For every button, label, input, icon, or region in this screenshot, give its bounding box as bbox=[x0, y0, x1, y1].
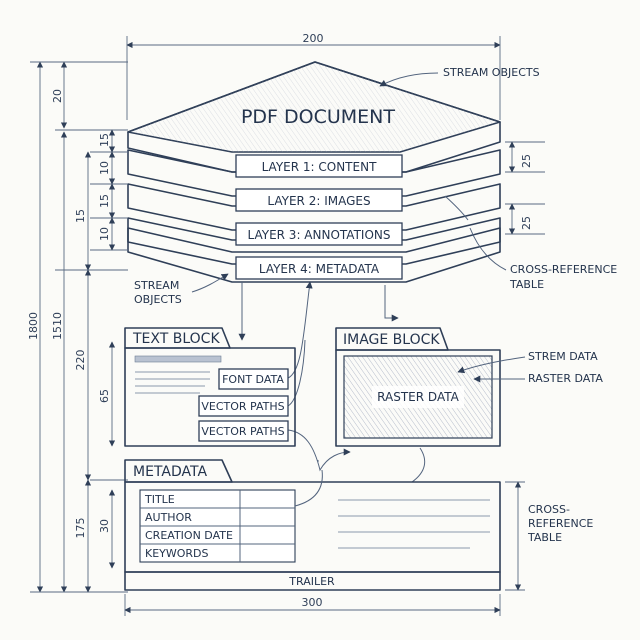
svg-text:LAYER 4: METADATA: LAYER 4: METADATA bbox=[259, 262, 380, 276]
svg-text:LAYER 1: CONTENT: LAYER 1: CONTENT bbox=[262, 160, 377, 174]
image-raster-data: RASTER DATA bbox=[377, 390, 459, 404]
svg-text:CROSS-: CROSS- bbox=[528, 503, 570, 516]
strem-data-callout: STREM DATA bbox=[457, 350, 598, 374]
layer-label-1: LAYER 1: CONTENT bbox=[235, 154, 403, 178]
right-dimension-25a: 25 bbox=[505, 141, 545, 173]
dimension-10b: 10 bbox=[98, 227, 111, 241]
layer-label-3: LAYER 3: ANNOTATIONS bbox=[235, 222, 403, 246]
pdf-document-prism: PDF DOCUMENT bbox=[127, 61, 501, 173]
dimension-15c: 15 bbox=[74, 209, 87, 223]
bottom-right-dimension bbox=[505, 481, 525, 591]
dimension-20: 20 bbox=[51, 89, 64, 103]
layer-slab-4 bbox=[127, 227, 501, 283]
svg-text:VECTOR PATHS: VECTOR PATHS bbox=[201, 400, 284, 413]
svg-text:LAYER 2: IMAGES: LAYER 2: IMAGES bbox=[267, 194, 370, 208]
bottom-width-dimension: 300 bbox=[124, 594, 501, 616]
vector-paths-tag-2: VECTOR PATHS bbox=[198, 420, 289, 442]
dimension-1800: 1800 bbox=[27, 312, 40, 340]
svg-text:25: 25 bbox=[520, 216, 533, 230]
stream-objects-left-callout: STREAM OBJECTS bbox=[134, 273, 229, 306]
dimension-30: 30 bbox=[98, 519, 111, 533]
dimension-1510: 1510 bbox=[51, 312, 64, 340]
svg-text:FONT DATA: FONT DATA bbox=[222, 373, 284, 386]
stream-objects-top-callout: STREAM OBJECTS bbox=[379, 66, 540, 87]
svg-text:25: 25 bbox=[520, 154, 533, 168]
svg-text:VECTOR PATHS: VECTOR PATHS bbox=[201, 425, 284, 438]
svg-text:STREM DATA: STREM DATA bbox=[528, 350, 598, 363]
right-dimension-25b: 25 bbox=[505, 203, 545, 235]
left-dimensions: 1800 1510 20 15 10 15 10 15 220 65 bbox=[27, 61, 128, 593]
vector-paths-tag-1: VECTOR PATHS bbox=[198, 395, 289, 417]
image-block: IMAGE BLOCK RASTER DATA bbox=[335, 327, 501, 447]
dimension-15a: 15 bbox=[98, 133, 111, 147]
layer-label-4: LAYER 4: METADATA bbox=[235, 256, 403, 280]
cross-reference-top-callout: CROSS-REFERENCE TABLE bbox=[469, 227, 617, 291]
dimension-15b: 15 bbox=[98, 194, 111, 208]
document-title: PDF DOCUMENT bbox=[241, 106, 395, 128]
svg-text:STREAM OBJECTS: STREAM OBJECTS bbox=[443, 66, 540, 79]
top-width-dimension: 200 bbox=[126, 32, 501, 120]
bottom-width-label: 300 bbox=[302, 596, 323, 609]
dimension-65: 65 bbox=[98, 389, 111, 403]
layer-label-2: LAYER 2: IMAGES bbox=[235, 188, 403, 212]
cross-reference-bottom-callout: CROSS- REFERENCE TABLE bbox=[527, 503, 593, 544]
metadata-field-author: AUTHOR bbox=[145, 511, 192, 524]
dimension-10a: 10 bbox=[98, 161, 111, 175]
trailer-bar: TRAILER bbox=[124, 571, 501, 591]
metadata-title: METADATA bbox=[133, 464, 207, 480]
svg-text:CROSS-REFERENCE: CROSS-REFERENCE bbox=[510, 263, 617, 276]
top-width-label: 200 bbox=[303, 32, 324, 45]
metadata-field-creation-date: CREATION DATE bbox=[145, 529, 233, 542]
text-block-title: TEXT BLOCK bbox=[132, 331, 220, 347]
image-block-title: IMAGE BLOCK bbox=[343, 332, 440, 348]
metadata-field-title: TITLE bbox=[144, 493, 175, 506]
svg-text:TABLE: TABLE bbox=[527, 531, 562, 544]
metadata-field-keywords: KEYWORDS bbox=[145, 547, 209, 560]
dimension-175: 175 bbox=[74, 518, 87, 539]
font-data-tag: FONT DATA bbox=[218, 368, 289, 390]
stack-leader-line bbox=[444, 195, 469, 221]
svg-text:STREAM: STREAM bbox=[134, 279, 179, 292]
text-block: TEXT BLOCK FONT DATA VECTOR PATHS VECTOR… bbox=[124, 327, 296, 447]
svg-text:REFERENCE: REFERENCE bbox=[528, 517, 593, 530]
trailer-label: TRAILER bbox=[288, 575, 335, 588]
svg-text:LAYER 3: ANNOTATIONS: LAYER 3: ANNOTATIONS bbox=[248, 228, 391, 242]
metadata-block: METADATA TITLE AUTHOR CREATION DATE KEYW… bbox=[124, 459, 501, 573]
svg-text:RASTER DATA: RASTER DATA bbox=[528, 372, 603, 385]
flow-arrows bbox=[238, 281, 426, 483]
raster-data-callout: RASTER DATA bbox=[473, 372, 603, 385]
dimension-220: 220 bbox=[74, 350, 87, 371]
svg-text:TABLE: TABLE bbox=[509, 278, 544, 291]
svg-text:OBJECTS: OBJECTS bbox=[134, 293, 182, 306]
